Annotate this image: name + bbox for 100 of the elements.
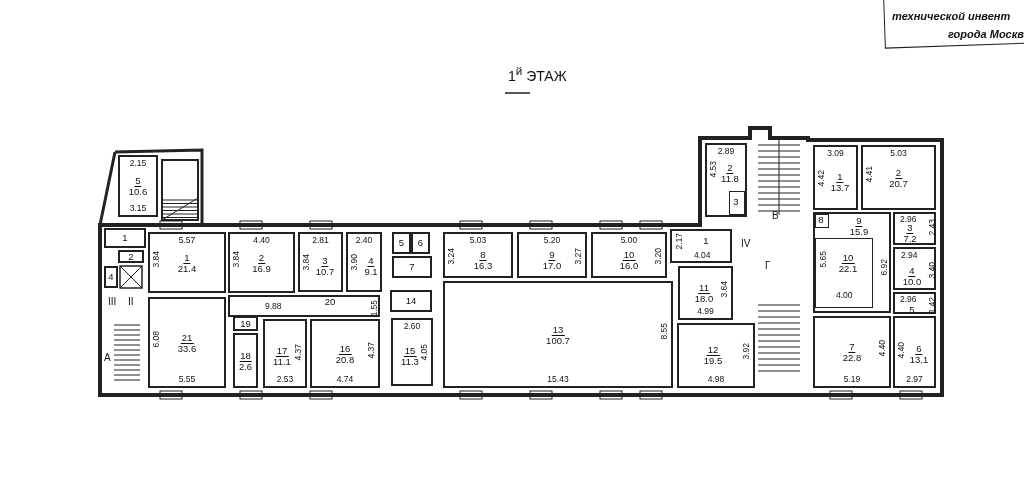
dimension-label: 4.40 <box>878 340 887 357</box>
dimension-label: 5.03 <box>889 149 908 158</box>
room-area: 22.8 <box>842 353 862 363</box>
room-outline <box>263 319 307 388</box>
dimension-label: 8.55 <box>660 322 669 340</box>
stair-letter: Г <box>765 260 771 271</box>
room-area: 21.4 <box>177 263 197 274</box>
room-outline <box>893 316 936 388</box>
dimension-label: 3.24 <box>447 248 456 265</box>
dimension-label: 4.05 <box>420 344 429 361</box>
stair-letter: В <box>772 210 779 221</box>
room-outline <box>392 256 432 278</box>
room-outline <box>391 318 433 386</box>
dimension-label: 4.40 <box>897 342 906 359</box>
room-number: 9 <box>548 250 556 261</box>
dimension-label: 2.96 <box>900 295 917 304</box>
dimension-label: 2.15 <box>128 159 148 168</box>
room-number: 2 <box>257 252 266 264</box>
room-area: 13.7 <box>830 183 850 193</box>
room-outline <box>148 297 226 388</box>
room-outline <box>104 266 118 288</box>
room-outline <box>893 247 936 290</box>
dimension-label: 5.19 <box>842 375 862 384</box>
room-area: 2.6 <box>238 361 253 372</box>
room-area: 16.0 <box>619 261 639 271</box>
room-number: 1 <box>836 172 844 183</box>
room-number: 10 <box>841 253 855 264</box>
room-number: 1 <box>183 252 191 264</box>
stamp-text: технической инвент <box>892 10 1011 22</box>
room-outline <box>443 232 513 278</box>
dimension-label: 5.65 <box>819 251 828 268</box>
room-outline <box>346 232 382 292</box>
dimension-label: 5.20 <box>542 236 562 245</box>
dimension-label: 2.81 <box>311 236 330 245</box>
room-area: 10.7 <box>315 267 335 277</box>
room-area: 100.7 <box>546 335 570 346</box>
dimension-label: 4.40 <box>252 236 271 245</box>
dimension-label: 15.43 <box>546 375 570 384</box>
room-number: 5 <box>398 238 405 248</box>
dimension-label: 3.27 <box>574 248 583 265</box>
room-number: 2 <box>894 167 903 179</box>
dimension-label: 5.00 <box>619 236 639 245</box>
room-outline <box>228 295 380 317</box>
room-outline <box>893 292 936 314</box>
room-area: 11.3 <box>401 357 419 367</box>
room-outline <box>893 212 936 245</box>
room-number: 17 <box>275 346 289 357</box>
room-number: 10 <box>622 250 636 261</box>
room-outline <box>104 228 146 248</box>
room-area: 17.0 <box>542 261 562 271</box>
room-outline <box>392 232 411 254</box>
room-number: 16 <box>338 343 352 355</box>
room-outline <box>228 232 295 293</box>
dimension-label: 2.94 <box>901 251 918 260</box>
dimension-label: 6.92 <box>880 259 889 276</box>
room-outline <box>678 266 733 320</box>
dimension-label: 6.08 <box>152 330 161 348</box>
room-number: 8 <box>818 215 824 225</box>
dimension-label: 2.89 <box>716 147 736 156</box>
dimension-label: 3.84 <box>152 250 161 268</box>
dimension-label: 4.42 <box>817 170 826 187</box>
room-area: 16.3 <box>473 261 493 271</box>
room-area: 22.1 <box>838 264 858 274</box>
room-number: 4 <box>108 272 114 282</box>
room-outline <box>677 323 755 388</box>
room-number: 4 <box>367 256 375 267</box>
room-area: 16.9 <box>252 263 271 274</box>
room-number: 5 <box>909 305 915 315</box>
room-outline <box>729 191 745 215</box>
room-number: 2 <box>726 163 734 174</box>
dimension-label: 3.40 <box>928 262 937 279</box>
room-number: 21 <box>180 332 194 344</box>
room-outline <box>861 145 936 210</box>
room-area: 20.8 <box>335 354 355 365</box>
room-outline <box>118 250 144 263</box>
dimension-label: 2.96 <box>900 215 917 224</box>
room-number: 3 <box>733 197 739 207</box>
dimension-label: 4.41 <box>865 165 874 183</box>
room-number: 7 <box>848 342 856 353</box>
room-number: 1 <box>703 236 709 246</box>
dimension-label: 3.09 <box>826 149 845 158</box>
room-outline <box>813 316 891 388</box>
room-outline <box>390 290 432 312</box>
room-number: 12 <box>706 345 720 356</box>
dimension-label: 4.74 <box>335 375 355 384</box>
room-area: 19.5 <box>703 356 723 366</box>
floor-title: 1$^{й}$ ЭТАЖ <box>508 64 567 84</box>
room-outline <box>310 319 380 388</box>
room-number: 15 <box>403 346 417 357</box>
room-number: 11 <box>698 283 710 294</box>
room-outline <box>411 232 430 254</box>
room-outline <box>233 333 258 388</box>
room-area: 9.1 <box>364 267 378 277</box>
dimension-label: 4.00 <box>836 291 853 300</box>
room-area: 10.0 <box>902 277 922 287</box>
stair-letter: IV <box>741 238 751 249</box>
room-outline <box>591 232 667 278</box>
dimension-label: 5.03 <box>468 236 488 245</box>
dimension-label: 3.15 <box>128 204 148 213</box>
room-number: 3 <box>321 256 329 267</box>
